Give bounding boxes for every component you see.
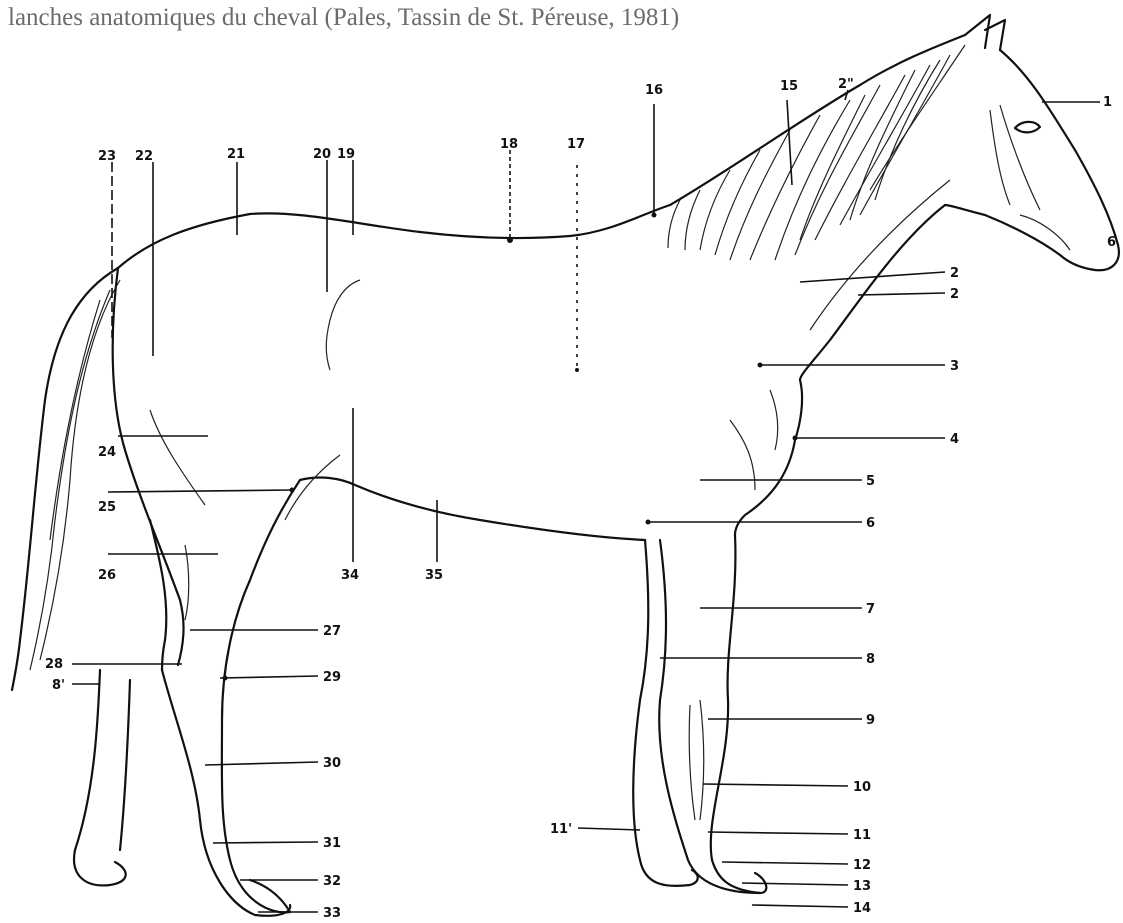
label-5: 5 — [866, 474, 875, 489]
label-13: 13 — [853, 879, 871, 894]
label-25: 25 — [98, 500, 116, 515]
label-15: 15 — [780, 79, 798, 94]
label-2-lower: 2 — [950, 287, 959, 302]
label-33: 33 — [323, 906, 341, 921]
label-9: 9 — [866, 713, 875, 728]
label-2-double-prime: 2" — [838, 77, 854, 92]
label-18: 18 — [500, 137, 518, 152]
label-12: 12 — [853, 858, 871, 873]
label-21: 21 — [227, 147, 245, 162]
labels: 1 2 2 2" 3 4 5 6 6 7 8 8' 9 10 11 11' 12… — [45, 77, 1116, 921]
label-22: 22 — [135, 149, 153, 164]
label-35: 35 — [425, 568, 443, 583]
label-8: 8 — [866, 652, 875, 667]
horse-outline — [12, 15, 1119, 916]
label-2-upper: 2 — [950, 266, 959, 281]
leader-lines — [72, 90, 1100, 912]
label-27: 27 — [323, 624, 341, 639]
label-6: 6 — [866, 516, 875, 531]
label-24: 24 — [98, 445, 116, 460]
label-3: 3 — [950, 359, 959, 374]
point-markers — [223, 213, 798, 681]
label-1: 1 — [1103, 95, 1112, 110]
label-20: 20 — [313, 147, 331, 162]
label-7: 7 — [866, 602, 875, 617]
label-11-prime: 11' — [550, 822, 572, 837]
label-17: 17 — [567, 137, 585, 152]
label-23: 23 — [98, 149, 116, 164]
label-11: 11 — [853, 828, 871, 843]
label-6-head: 6 — [1107, 235, 1116, 250]
label-29: 29 — [323, 670, 341, 685]
label-32: 32 — [323, 874, 341, 889]
label-19-top: 19 — [337, 147, 355, 162]
label-34: 34 — [341, 568, 359, 583]
label-26: 26 — [98, 568, 116, 583]
label-4: 4 — [950, 432, 959, 447]
label-14: 14 — [853, 901, 871, 916]
label-16: 16 — [645, 83, 663, 98]
label-30: 30 — [323, 756, 341, 771]
label-31: 31 — [323, 836, 341, 851]
label-28: 28 — [45, 657, 63, 672]
label-10: 10 — [853, 780, 871, 795]
label-8-prime: 8' — [52, 678, 65, 693]
